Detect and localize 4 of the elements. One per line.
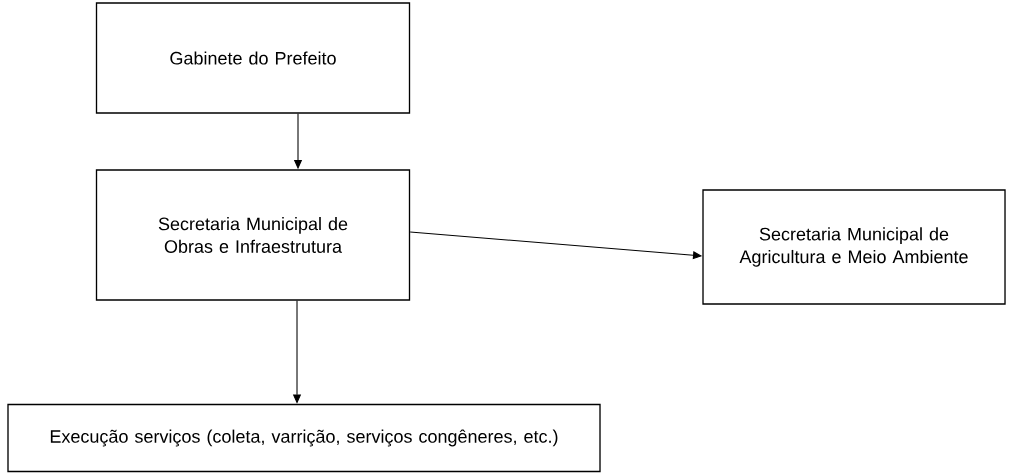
org-box: Secretaria Municipal de Agricultura e Meio Ambiente xyxy=(702,189,1006,305)
org-box: Gabinete do Prefeito xyxy=(95,2,411,114)
org-box: Secretaria Municipal de Obras e Infraestrutura xyxy=(95,169,411,301)
org-box: Execução serviços (coleta, varrição, serviços congêneres, etc.) xyxy=(7,403,601,473)
